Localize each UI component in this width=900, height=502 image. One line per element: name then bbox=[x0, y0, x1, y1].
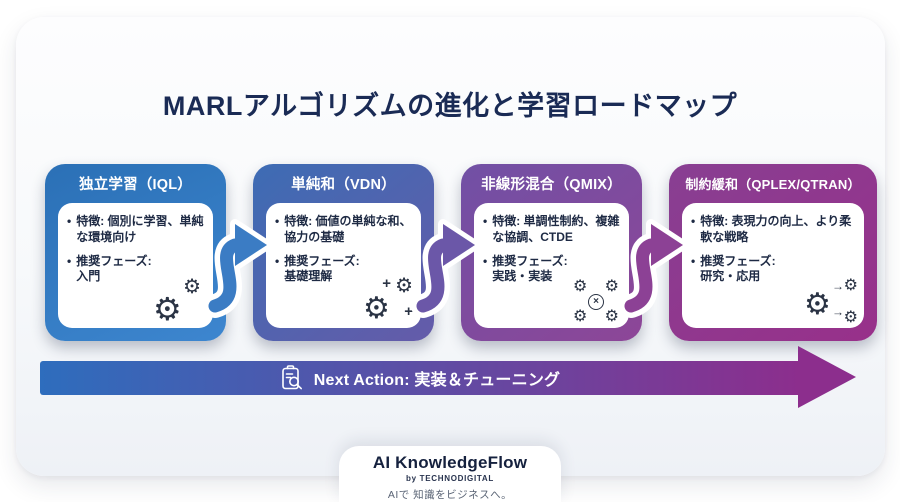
bullet-item: 推奨フェーズ: 基礎理解 bbox=[272, 254, 414, 286]
page-title: MARLアルゴリズムの進化と学習ロードマップ bbox=[162, 91, 738, 121]
brand-name: AI KnowledgeFlow bbox=[372, 453, 528, 472]
bullet-text: 推奨フェーズ: 実践・実装 bbox=[492, 253, 568, 284]
card-qplex-qtran-body: 特徴: 表現力の向上、より柔軟な戦略 推奨フェーズ: 研究・応用 ⚙→⚙→⚙ bbox=[682, 203, 864, 328]
bullet-item: 特徴: 表現力の向上、より柔軟な戦略 bbox=[688, 214, 857, 246]
clipboard-search-icon bbox=[281, 364, 302, 389]
cards-row: 独立学習（IQL） 特徴: 個別に学習、単純な環境向け 推奨フェーズ: 入門 ⚙… bbox=[45, 164, 877, 341]
next-action-banner: Next Action: 実装＆チューニング bbox=[40, 361, 800, 395]
bullet-text: 特徴: 単調性制約、複雑な協調、CTDE bbox=[492, 214, 620, 244]
gear-network-icon: ⚙⚙⚙⚙ × bbox=[573, 278, 619, 325]
bullet-text: 推奨フェーズ: 基礎理解 bbox=[284, 253, 360, 284]
bullet-item: 推奨フェーズ: 入門 bbox=[64, 254, 206, 286]
bullet-item: 推奨フェーズ: 研究・応用 bbox=[688, 254, 857, 286]
bullet-item: 推奨フェーズ: 実践・実装 bbox=[480, 254, 622, 286]
connector-arrow-1 bbox=[203, 219, 272, 318]
card-qmix: 非線形混合（QMIX） 特徴: 単調性制約、複雑な協調、CTDE 推奨フェーズ:… bbox=[461, 164, 642, 341]
bullet-text: 推奨フェーズ: 入門 bbox=[76, 253, 152, 284]
banner-text: Next Action: 実装＆チューニング bbox=[313, 372, 561, 389]
bullet-text: 推奨フェーズ: 研究・応用 bbox=[700, 253, 776, 284]
footer-tab: AI KnowledgeFlow by TECHNODIGITAL AIで 知識… bbox=[339, 446, 561, 502]
card-vdn-title: 単純和（VDN） bbox=[291, 177, 396, 193]
bullet-item: 特徴: 個別に学習、単純な環境向け bbox=[64, 214, 206, 246]
bullet-item: 特徴: 価値の単純な和、協力の基礎 bbox=[272, 214, 414, 246]
bullet-item: 特徴: 単調性制約、複雑な協調、CTDE bbox=[480, 214, 622, 246]
card-iql-title: 独立学習（IQL） bbox=[79, 177, 192, 193]
bullet-text: 特徴: 個別に学習、単純な環境向け bbox=[76, 214, 204, 244]
connector-arrow-2 bbox=[411, 219, 480, 318]
bullet-text: 特徴: 価値の単純な和、協力の基礎 bbox=[284, 214, 412, 244]
card-vdn-body: 特徴: 価値の単純な和、協力の基礎 推奨フェーズ: 基礎理解 +⚙⚙+ bbox=[266, 203, 421, 328]
brand-byline: by TECHNODIGITAL bbox=[406, 474, 494, 483]
card-vdn: 単純和（VDN） 特徴: 価値の単純な和、協力の基礎 推奨フェーズ: 基礎理解 … bbox=[253, 164, 434, 341]
card-qmix-title: 非線形混合（QMIX） bbox=[481, 177, 622, 193]
card-qplex-qtran-title: 制約緩和（QPLEX/QTRAN） bbox=[685, 177, 861, 192]
gears-plus-icon: +⚙⚙+ bbox=[363, 275, 413, 325]
connector-arrow-3 bbox=[619, 219, 688, 318]
card-qmix-body: 特徴: 単調性制約、複雑な協調、CTDE 推奨フェーズ: 実践・実装 ⚙⚙⚙⚙ … bbox=[474, 203, 629, 328]
card-iql-body: 特徴: 個別に学習、単純な環境向け 推奨フェーズ: 入門 ⚙⚙ bbox=[58, 203, 213, 328]
card-qplex-qtran: 制約緩和（QPLEX/QTRAN） 特徴: 表現力の向上、より柔軟な戦略 推奨フ… bbox=[669, 164, 877, 341]
two-gears-icon: ⚙⚙ bbox=[153, 276, 201, 327]
card-iql: 独立学習（IQL） 特徴: 個別に学習、単純な環境向け 推奨フェーズ: 入門 ⚙… bbox=[45, 164, 226, 341]
brand-tagline: AIで 知識をビジネスへ。 bbox=[387, 489, 513, 501]
banner-arrowhead bbox=[798, 346, 856, 408]
gears-flow-icon: ⚙→⚙→⚙ bbox=[804, 277, 858, 326]
bullet-text: 特徴: 表現力の向上、より柔軟な戦略 bbox=[700, 214, 852, 244]
